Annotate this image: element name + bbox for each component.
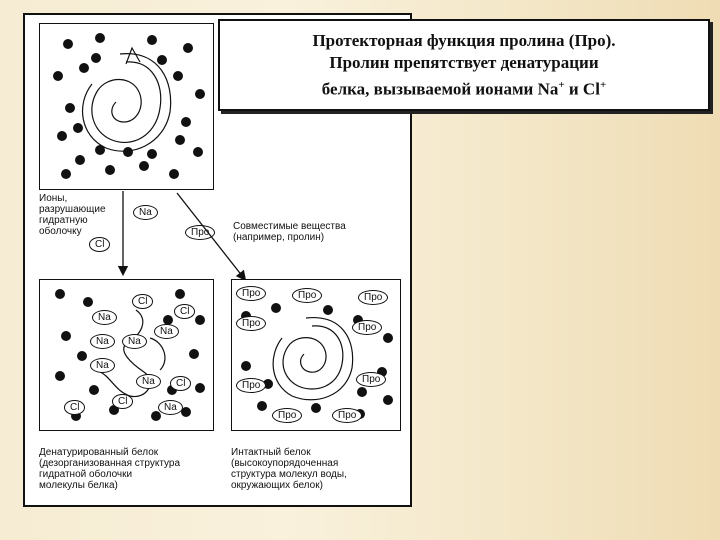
caption-denatured: Денатурированный белок (дезорганизованна…: [39, 447, 180, 491]
panel-denatured-protein: Na Cl Cl Na Na Na Na Na Cl Cl Cl Na: [39, 279, 214, 431]
cl-ion-2: Cl: [174, 304, 196, 319]
title-line-3-prefix: белка, вызываемой ионами Na: [321, 79, 559, 99]
cl-ion-1: Cl: [132, 294, 154, 309]
title-line-2: Пролин препятствует денатурации: [329, 52, 599, 72]
ions-label-line2: разрушающие: [39, 204, 106, 215]
caption-intact-line1: Интактный белок: [231, 447, 311, 458]
ions-label-line1: Ионы,: [39, 193, 68, 204]
caption-denatured-line1: Денатурированный белок: [39, 447, 159, 458]
compatible-solutes-line2: (например, пролин): [233, 232, 325, 243]
arrow-to-intact: [176, 192, 247, 282]
title-line-1: Протекторная функция пролина (Про).: [312, 30, 616, 50]
caption-intact: Интактный белок (высокоупорядоченная стр…: [231, 447, 347, 491]
native-protein-drawing: [53, 33, 205, 179]
title-line-3-mid: и Cl: [564, 79, 600, 99]
compatible-solutes-line1: Совместимые вещества: [233, 221, 346, 232]
caption-denatured-line4: молекулы белка): [39, 480, 118, 491]
pro-molecule-9: Про: [332, 408, 363, 423]
na-ion-badge: Na: [133, 205, 158, 220]
caption-intact-line4: окружающих белок): [231, 480, 323, 491]
cl-ion-badge: Cl: [89, 237, 111, 252]
title-line-3-sup2: +: [599, 78, 607, 91]
pro-molecule-2: Про: [292, 288, 323, 303]
cl-ion-5: Cl: [64, 400, 86, 415]
caption-intact-line2: (высокоупорядоченная: [231, 458, 339, 469]
arrows: [117, 191, 247, 282]
na-ion-3: Na: [90, 334, 115, 349]
panel-intact-protein: Про Про Про Про Про Про Про Про Про: [231, 279, 401, 431]
pro-molecule-4: Про: [236, 316, 267, 331]
ions-label-line4: оболочку: [39, 226, 82, 237]
pro-molecule-7: Про: [356, 372, 387, 387]
title-box: Протекторная функция пролина (Про). Прол…: [218, 19, 710, 111]
title-line-3-sup1: +: [558, 78, 565, 91]
ions-label-line3: гидратную: [39, 215, 88, 226]
pro-badge: Про: [185, 225, 216, 240]
pro-molecule-5: Про: [352, 320, 383, 335]
pro-molecule-1: Про: [236, 286, 267, 301]
cl-ion-4: Cl: [112, 394, 134, 409]
na-ion-5: Na: [90, 358, 115, 373]
panel-native-protein: [39, 23, 214, 190]
pro-molecule-8: Про: [272, 408, 303, 423]
caption-denatured-line3: гидратной оболочки: [39, 469, 133, 480]
pro-molecule-3: Про: [358, 290, 389, 305]
na-ion-6: Na: [136, 374, 161, 389]
caption-denatured-line2: (дезорганизованная структура: [39, 458, 181, 469]
na-ion-7: Na: [158, 400, 183, 415]
caption-intact-line3: структура молекул воды,: [231, 469, 347, 480]
na-ion-1: Na: [92, 310, 117, 325]
na-ion-4: Na: [122, 334, 147, 349]
cl-ion-3: Cl: [170, 376, 192, 391]
pro-molecule-6: Про: [236, 378, 267, 393]
title-line-3: белка, вызываемой ионами Na+ и Cl+: [322, 74, 606, 101]
compatible-solutes-label: Совместимые вещества (например, пролин): [233, 221, 346, 243]
ions-label: Ионы, разрушающие гидратную оболочку: [39, 193, 106, 237]
na-ion-2: Na: [154, 324, 179, 339]
